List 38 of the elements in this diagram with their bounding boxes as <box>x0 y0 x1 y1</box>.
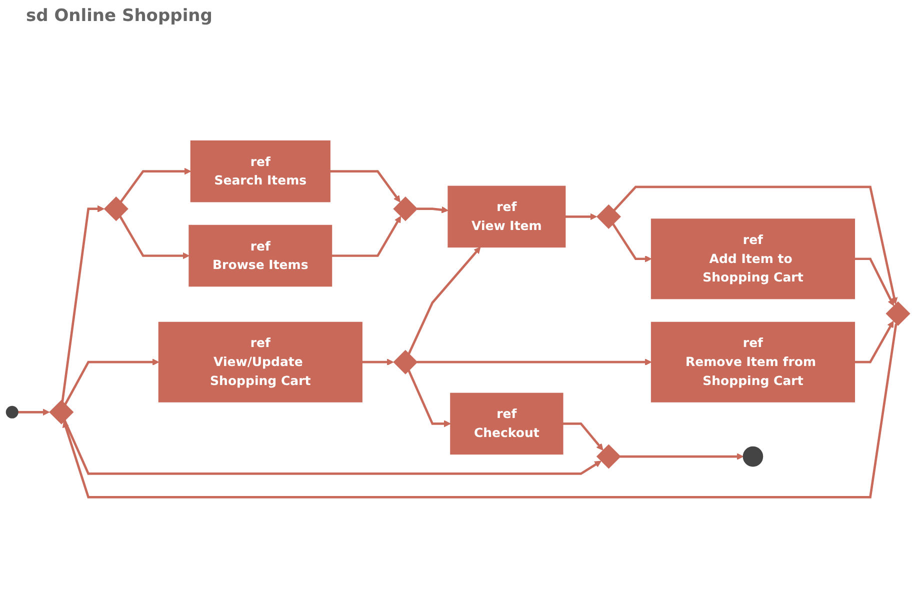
arrow <box>332 216 402 257</box>
arrow <box>119 216 190 260</box>
node-box: ref Add Item to Shopping Cart <box>650 218 855 300</box>
node-diamond <box>49 400 74 424</box>
node-diamond <box>393 350 418 374</box>
arrow <box>416 206 448 214</box>
arrow <box>120 168 192 203</box>
arrow <box>330 170 400 202</box>
arrow <box>362 358 394 366</box>
arrow <box>62 324 898 498</box>
node-circle <box>742 446 764 467</box>
node-box: ref Remove Item from Shopping Cart <box>650 322 855 402</box>
node-diamond <box>596 204 621 229</box>
arrow <box>64 358 160 406</box>
node-box: ref Browse Items <box>188 224 332 287</box>
arrow <box>64 420 602 475</box>
arrow <box>416 358 652 366</box>
arrow <box>612 223 652 262</box>
diagram-title: sd Online Shopping <box>26 6 212 26</box>
arrow <box>854 320 894 364</box>
node-box: ref Search Items <box>190 140 330 202</box>
node-diamond <box>596 444 621 469</box>
node-box: ref View Item <box>448 186 566 248</box>
arrow <box>565 213 597 220</box>
node-circle <box>6 406 18 418</box>
arrow <box>408 246 481 355</box>
node-diamond <box>393 196 418 222</box>
node-diamond <box>104 196 128 222</box>
arrow <box>854 258 894 306</box>
arrow <box>620 453 744 460</box>
arrow <box>613 186 898 304</box>
arrow <box>562 422 604 450</box>
arrow <box>18 408 50 416</box>
node-box: ref View/Update Shopping Cart <box>158 322 362 402</box>
node-diamond <box>886 301 910 326</box>
node-box: ref Checkout <box>450 392 564 455</box>
arrow <box>61 205 104 402</box>
arrow <box>408 370 451 428</box>
